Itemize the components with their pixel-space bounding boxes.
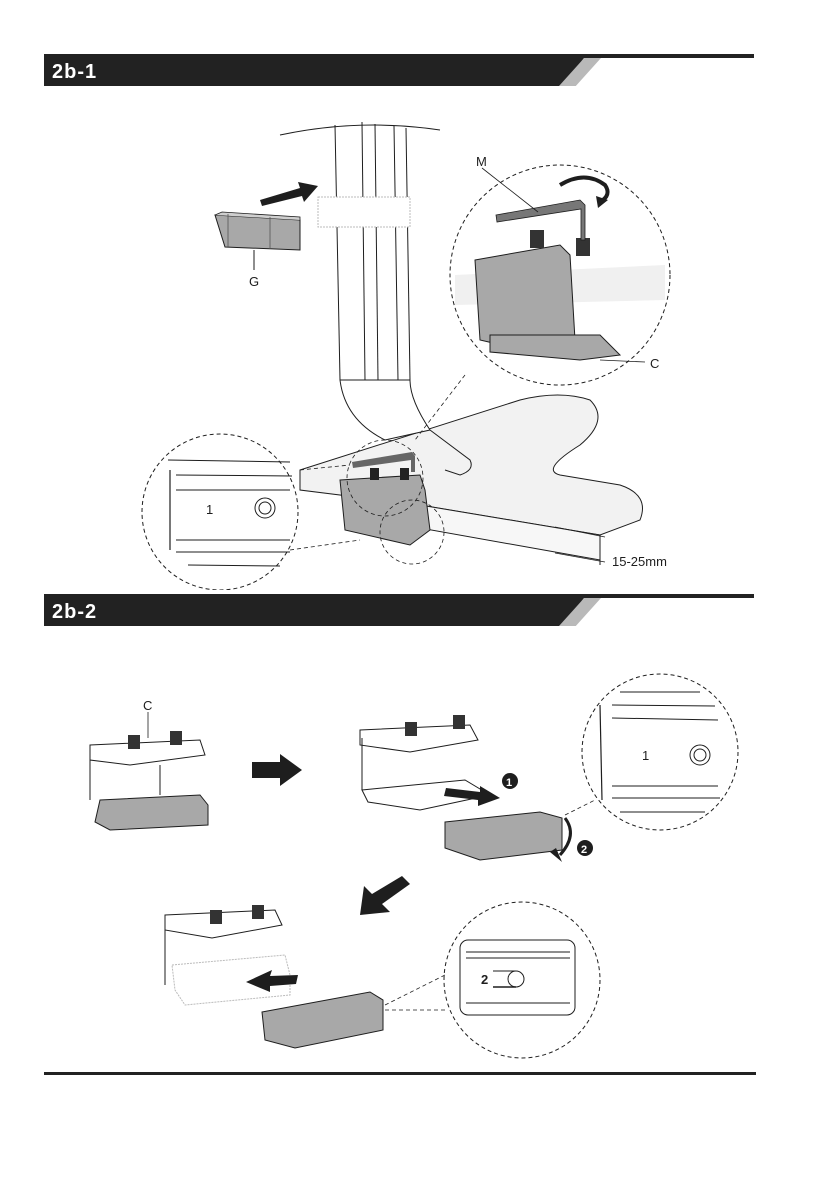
pole-base — [340, 380, 430, 440]
section-header-2b-1: 2b-1 — [44, 54, 754, 86]
next-step-arrow-icon — [252, 754, 302, 786]
header-rule — [44, 594, 754, 598]
header-bar — [44, 598, 584, 626]
screw-icon — [252, 905, 264, 919]
grommet-part — [215, 212, 300, 270]
screw-icon — [128, 735, 140, 749]
section-title: 2b-2 — [52, 601, 97, 624]
screw-icon — [405, 722, 417, 736]
footer-rule — [44, 1072, 756, 1075]
flipped-pad — [262, 992, 383, 1048]
screw-icon — [530, 230, 544, 248]
grommet-ghost — [318, 197, 410, 227]
header-rule — [44, 54, 754, 58]
removed-pad — [445, 812, 562, 860]
figure-2b-2: C 1 2 1 2 — [0, 640, 840, 1070]
screw-icon — [453, 715, 465, 729]
clamp-label: C — [650, 356, 659, 371]
clamp-label: C — [143, 698, 152, 713]
step-two-label: 2 — [581, 844, 587, 856]
pole-top-curve — [280, 125, 440, 135]
figure-2b-1: 15-25mm G M C 1 — [0, 90, 840, 590]
screw-icon — [210, 910, 222, 924]
insert-arrow-icon — [260, 182, 318, 206]
detail-circle-before — [582, 674, 738, 830]
section-header-2b-2: 2b-2 — [44, 594, 754, 626]
clamp-reinsert — [165, 905, 290, 1005]
clamp-with-pad — [90, 712, 208, 830]
step-one-label: 1 — [506, 777, 512, 789]
header-bar — [44, 58, 584, 86]
clamp-on-desk — [340, 475, 430, 545]
grommet-label: G — [249, 274, 259, 289]
next-step-arrow-icon — [360, 876, 410, 915]
screw-icon — [576, 238, 590, 256]
screw-icon — [370, 468, 379, 480]
hex-key-label: M — [476, 154, 487, 169]
screw-icon — [400, 468, 409, 480]
section-title: 2b-1 — [52, 61, 97, 84]
screw-icon — [170, 731, 182, 745]
detail-number-before: 1 — [642, 748, 649, 763]
detail-number-after: 2 — [481, 972, 488, 987]
dimension-label: 15-25mm — [612, 554, 667, 569]
detail-number: 1 — [206, 502, 213, 517]
